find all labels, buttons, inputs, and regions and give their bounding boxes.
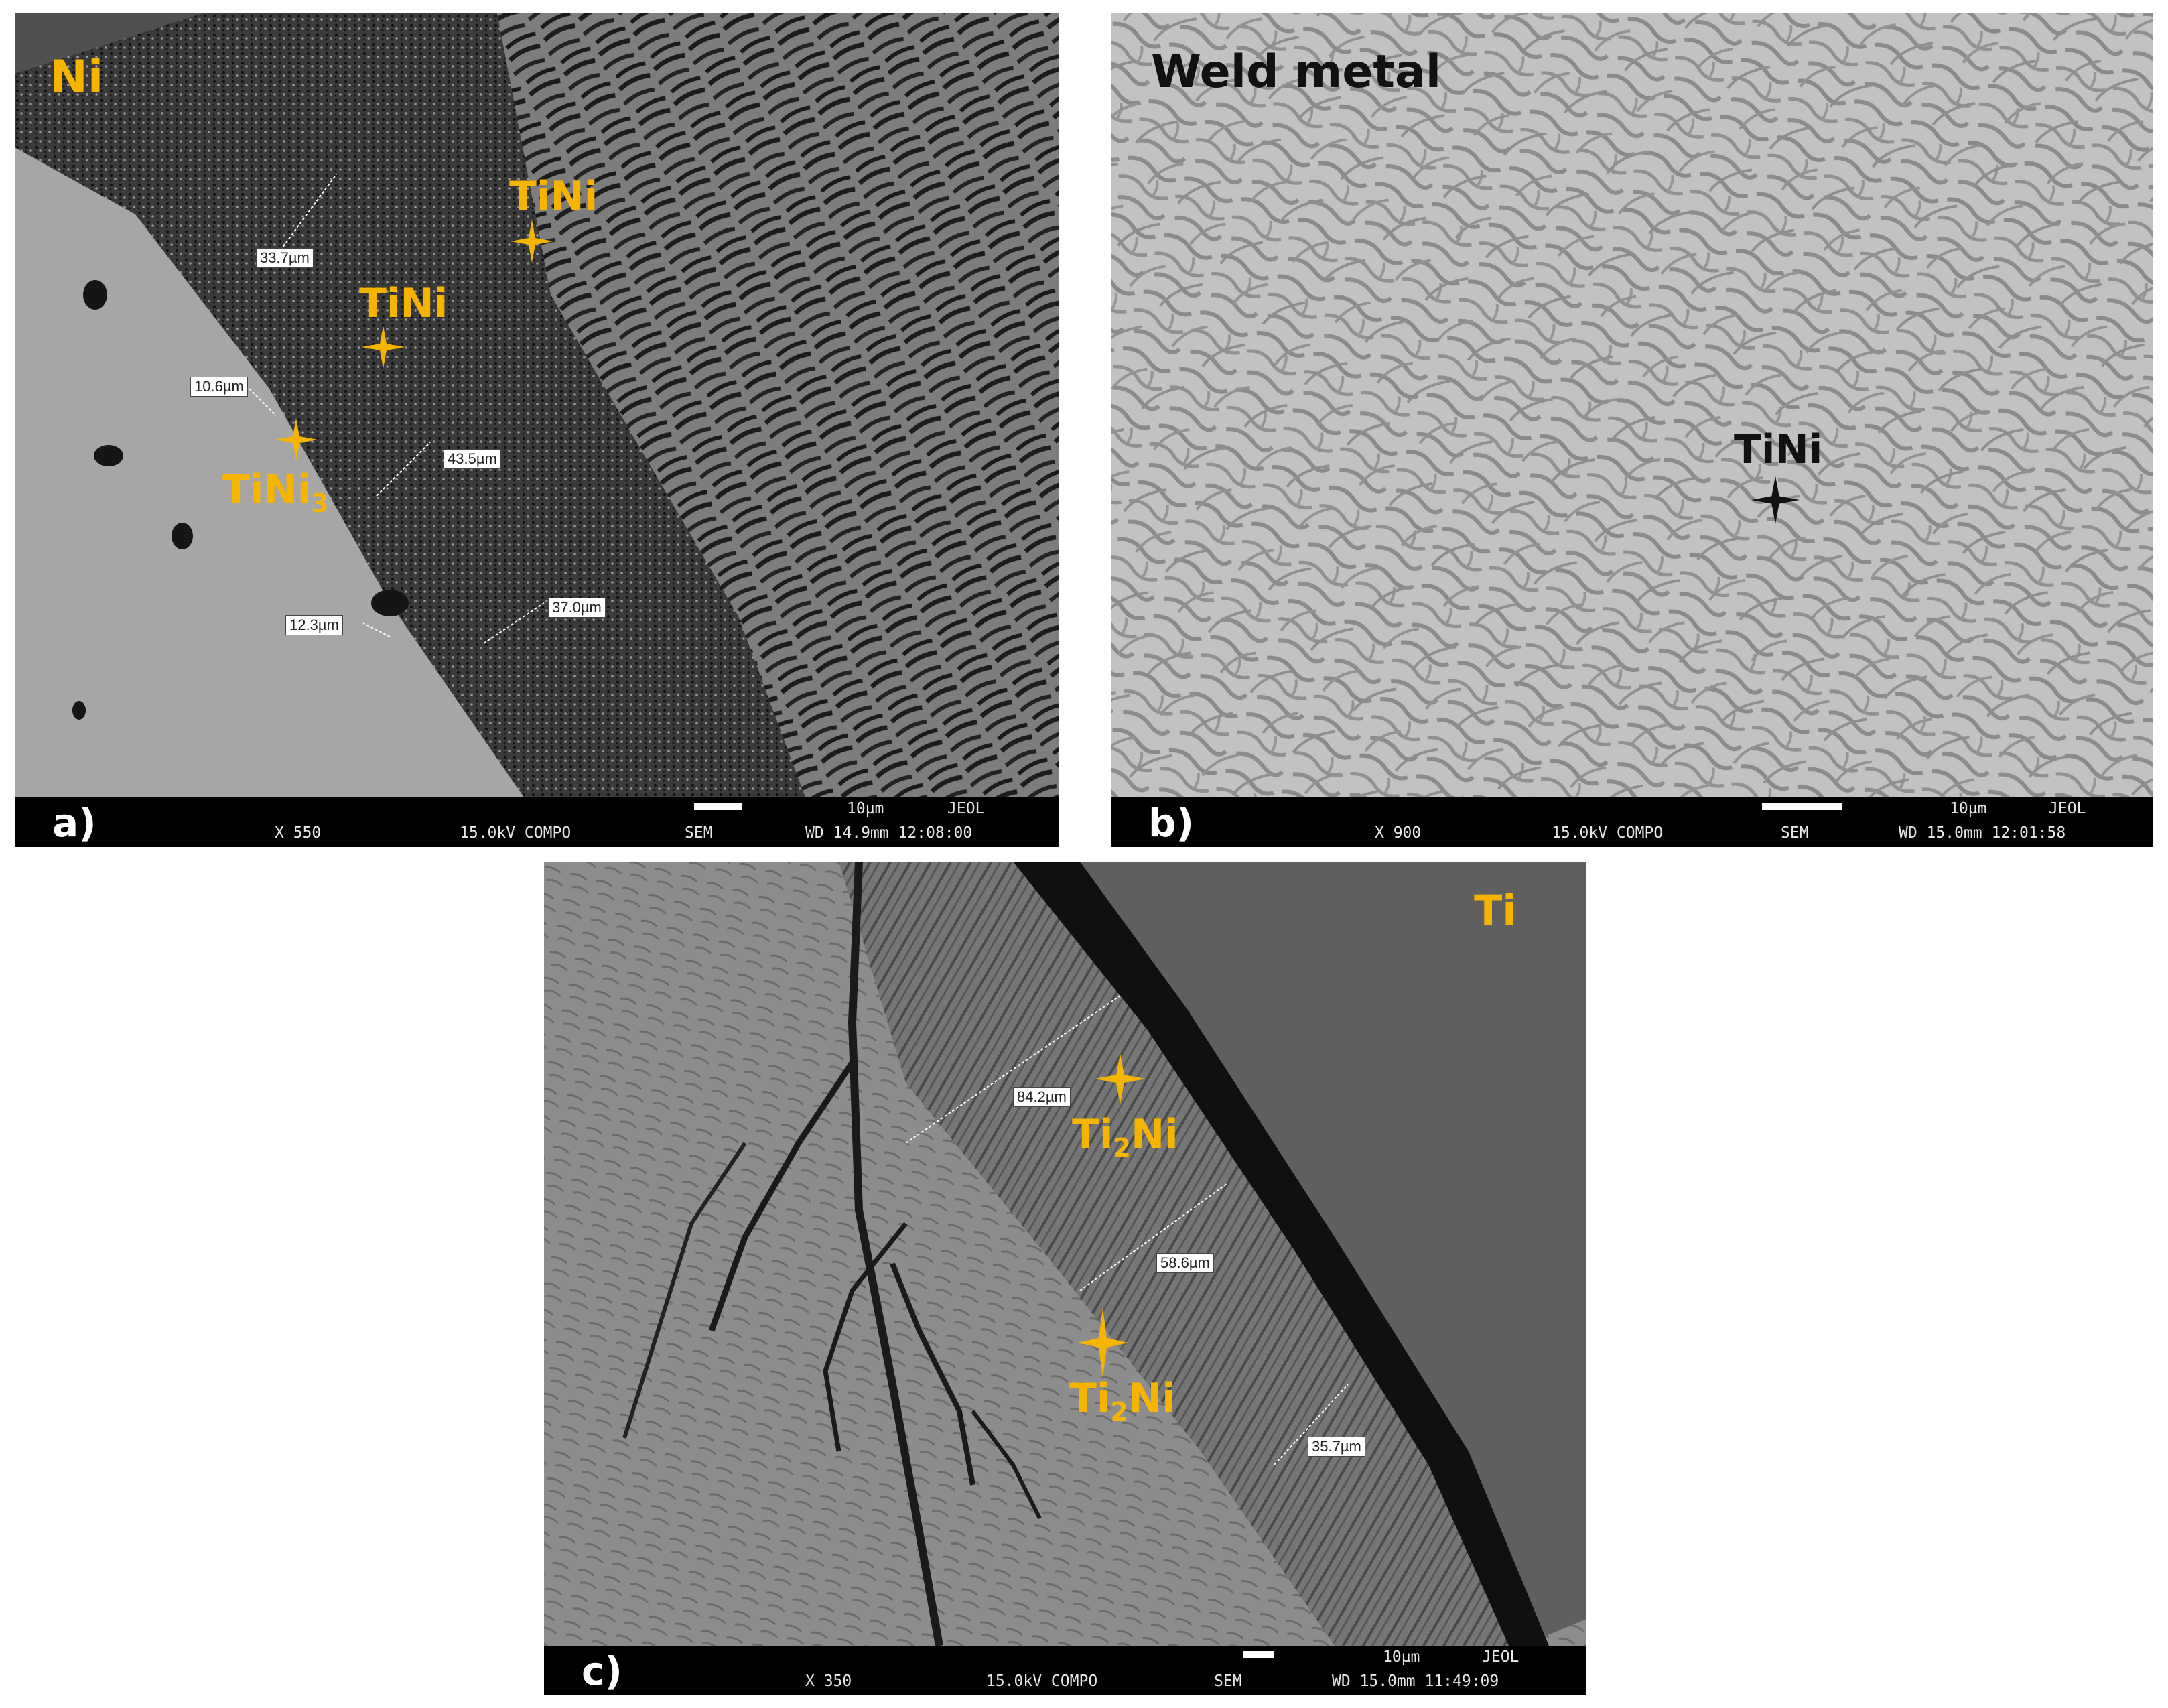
star-marker-icon <box>1077 1308 1128 1378</box>
measurement-label: 10.6µm <box>190 377 248 397</box>
detector-text: SEM <box>1214 1672 1242 1690</box>
measurement-label: 12.3µm <box>285 615 343 635</box>
scale-bar <box>1243 1651 1274 1658</box>
measurement-label: 35.7µm <box>1308 1437 1365 1457</box>
star-marker-icon <box>362 326 405 369</box>
measurement-label: 33.7µm <box>256 248 314 268</box>
scale-text: 10µm <box>1950 800 1987 817</box>
panel-letter-c: c) <box>582 1648 622 1694</box>
magnification-text: X 900 <box>1375 824 1422 842</box>
phase-label-tini3: TiNi3 <box>222 466 329 518</box>
sem-info-bar-a: a) 10µm JEOL X 550 15.0kV COMPO SEM WD 1… <box>15 797 1059 847</box>
scale-bar <box>694 803 742 810</box>
working-distance-text: WD 15.0mm 11:49:09 <box>1332 1672 1499 1690</box>
measurement-label: 37.0µm <box>548 598 606 618</box>
micrograph-a <box>15 13 1059 797</box>
magnification-text: X 350 <box>805 1672 852 1690</box>
mode-text: 15.0kV COMPO <box>460 824 571 842</box>
measurement-label: 43.5µm <box>444 449 501 469</box>
detector-text: SEM <box>685 824 713 842</box>
detector-text: SEM <box>1781 824 1809 842</box>
phase-label-ti2ni-1: Ti2Ni <box>1072 1111 1178 1163</box>
measurement-label: 84.2µm <box>1013 1087 1071 1107</box>
region-label-ti: Ti <box>1474 886 1517 935</box>
phase-label-tini-2: TiNi <box>359 280 448 327</box>
mode-text: 15.0kV COMPO <box>1552 824 1664 842</box>
phase-label-tini-1: TiNi <box>509 173 598 220</box>
region-label-ni: Ni <box>50 51 104 104</box>
scale-bar <box>1762 803 1842 810</box>
micrograph-b <box>1111 13 2153 797</box>
sem-info-bar-b: b) 10µm JEOL X 900 15.0kV COMPO SEM WD 1… <box>1111 797 2153 847</box>
working-distance-text: WD 14.9mm 12:08:00 <box>805 824 973 842</box>
sem-info-bar-c: c) 10µm JEOL X 350 15.0kV COMPO SEM WD 1… <box>544 1646 1586 1695</box>
phase-label-tini: TiNi <box>1734 426 1823 473</box>
brand-text: JEOL <box>1482 1648 1519 1666</box>
micrograph-b-image <box>1111 13 2153 797</box>
brand-text: JEOL <box>2049 800 2086 817</box>
region-label-weld-metal: Weld metal <box>1151 46 1442 98</box>
micrograph-c <box>544 862 1586 1646</box>
measurement-label: 58.6µm <box>1156 1253 1214 1273</box>
star-marker-icon <box>275 418 318 461</box>
micrograph-c-image <box>544 862 1586 1646</box>
panel-letter-a: a) <box>52 800 96 846</box>
brand-text: JEOL <box>947 800 985 817</box>
sem-panel-c: Ti Ti2Ni Ti2Ni 84.2µm 58.6µm 35.7µm c) 1… <box>544 862 1586 1695</box>
panel-letter-b: b) <box>1148 800 1195 846</box>
mode-text: 15.0kV COMPO <box>986 1672 1098 1690</box>
star-marker-icon <box>1751 476 1800 524</box>
sem-panel-a: Ni TiNi TiNi TiNi3 33.7µm 10.6µm 43.5µm … <box>15 13 1059 847</box>
working-distance-text: WD 15.0mm 12:01:58 <box>1899 824 2066 842</box>
phase-label-ti2ni-2: Ti2Ni <box>1069 1375 1176 1427</box>
star-marker-icon <box>511 220 553 263</box>
micrograph-a-image <box>15 13 1059 797</box>
sem-panel-b: Weld metal TiNi b) 10µm JEOL X 900 15.0k… <box>1111 13 2153 847</box>
scale-text: 10µm <box>1383 1648 1420 1666</box>
star-marker-icon <box>1095 1053 1146 1104</box>
scale-text: 10µm <box>847 800 884 817</box>
magnification-text: X 550 <box>275 824 322 842</box>
